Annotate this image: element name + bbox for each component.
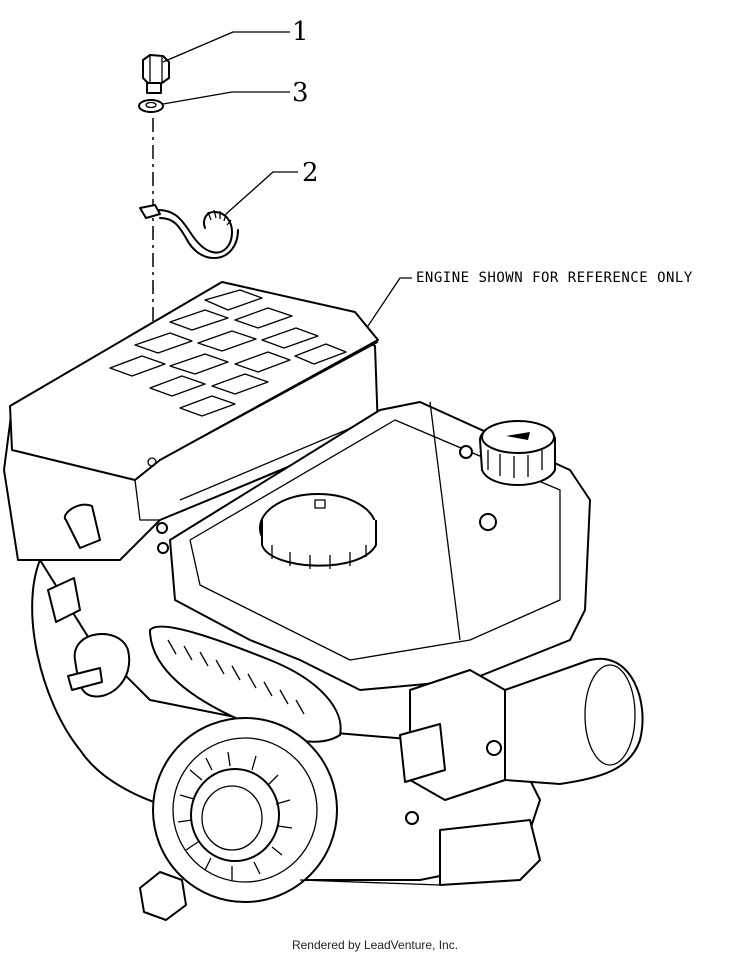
render-credit: Rendered by LeadVenture, Inc. bbox=[291, 938, 459, 952]
leader-line-note bbox=[359, 277, 412, 339]
bolt-part bbox=[142, 54, 170, 94]
fuel-line-part bbox=[139, 204, 239, 259]
callout-2: 2 bbox=[302, 158, 319, 188]
leader-line-2 bbox=[225, 171, 298, 215]
leader-line-3 bbox=[162, 91, 290, 105]
reference-note: ENGINE SHOWN FOR REFERENCE ONLY bbox=[416, 270, 693, 286]
callout-1: 1 bbox=[292, 17, 309, 47]
leader-line-1 bbox=[162, 31, 290, 63]
washer-part bbox=[138, 99, 164, 113]
callout-3: 3 bbox=[292, 78, 309, 108]
engine-body bbox=[3, 281, 644, 921]
